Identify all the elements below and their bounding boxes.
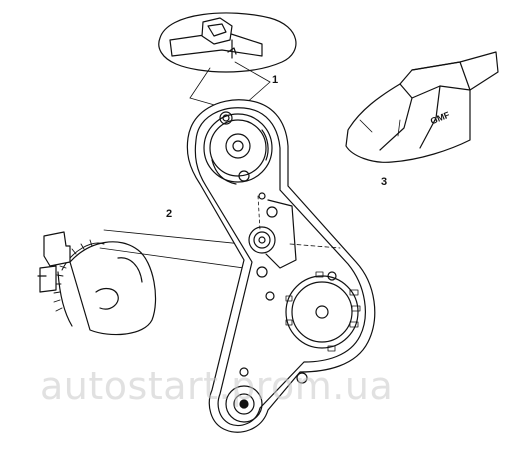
callout-1: 1	[272, 74, 279, 86]
detail-gear	[37, 231, 157, 336]
detail-belt-marking	[345, 51, 499, 163]
callout-2: 2	[166, 208, 173, 220]
timing-belt-assembly	[186, 99, 376, 433]
callout-3: 3	[381, 176, 388, 188]
detail-hex-key	[158, 12, 297, 73]
